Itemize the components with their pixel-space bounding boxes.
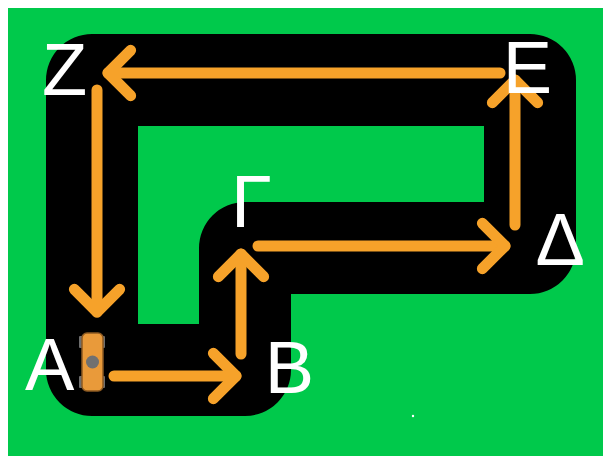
waypoint-letter: A xyxy=(25,328,74,402)
route-arrow xyxy=(114,353,236,398)
arrow-head xyxy=(108,50,131,95)
speck xyxy=(412,415,414,417)
waypoint-letter: E xyxy=(503,31,552,105)
route-arrow xyxy=(74,90,119,312)
arrow-head xyxy=(482,223,505,268)
car-body xyxy=(82,333,103,391)
arrow-head xyxy=(74,289,119,312)
waypoint-letter: Δ xyxy=(536,203,585,277)
grass-background xyxy=(8,8,603,456)
car-driver xyxy=(86,356,99,369)
route-arrow xyxy=(108,50,500,95)
arrow-shaft xyxy=(92,90,103,312)
waypoint-label: E xyxy=(500,31,552,80)
waypoint-letter: Γ xyxy=(231,165,272,239)
route-arrow xyxy=(218,254,263,354)
waypoint-label: Δ xyxy=(505,225,585,255)
arrow-shaft xyxy=(258,241,505,252)
arrow-head xyxy=(218,254,263,277)
waypoint-letter: Z xyxy=(42,33,87,107)
arrow-head xyxy=(213,353,236,398)
waypoint-label: B xyxy=(236,354,314,382)
waypoint-label: Z xyxy=(38,33,108,90)
arrow-shaft xyxy=(108,68,500,79)
waypoint-letter: B xyxy=(265,331,314,405)
waypoint-label: Γ xyxy=(228,165,258,254)
race-track xyxy=(92,80,530,370)
route-arrow xyxy=(258,223,505,268)
arrow-shaft xyxy=(114,371,236,382)
arrow-shaft xyxy=(236,254,247,354)
waypoint-label: A xyxy=(22,312,114,418)
toy-car xyxy=(79,333,105,391)
